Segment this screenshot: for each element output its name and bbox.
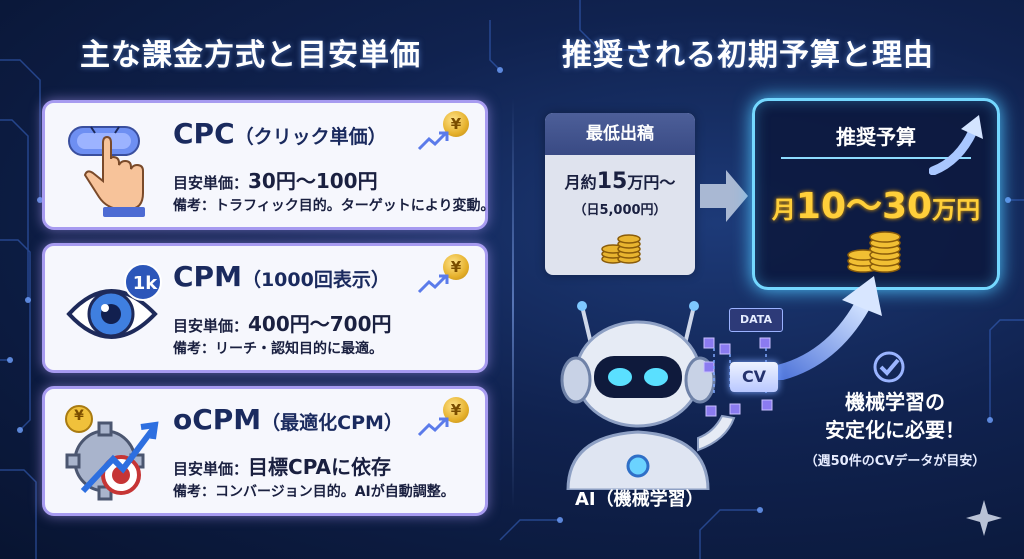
header-rule	[781, 157, 971, 159]
cpc-name: CPC	[173, 117, 235, 150]
cpm-card: 1k CPM（1000回表示） 目安単価：400円〜700円 備考：リーチ・認知…	[42, 243, 488, 373]
cpc-price-value: 30円〜100円	[248, 169, 378, 193]
cv-chip: CV	[730, 362, 778, 392]
coin-stack-icon	[601, 234, 641, 264]
recommended-budget-box: 推奨予算 月10〜30万円	[752, 98, 1000, 290]
coin-stack-icon	[847, 231, 901, 273]
ocpm-name: oCPM	[173, 403, 262, 436]
data-chip: DATA	[729, 308, 783, 332]
ocpm-subtitle: （最適化CPM）	[261, 412, 403, 434]
min-budget-box: 最低出稿 月約15万円〜 （日5,000円）	[545, 113, 695, 275]
data-flow-graphic	[703, 337, 773, 417]
recommended-budget-amount: 月10〜30万円	[771, 186, 981, 227]
growth-arrow-icon	[929, 115, 983, 175]
cpm-name: CPM	[173, 260, 242, 293]
pointer-click-icon	[68, 126, 145, 217]
eye-icon	[66, 263, 162, 339]
cpc-card: CPC（クリック単価） 目安単価：30円〜100円 備考：トラフィック目的。ター…	[42, 100, 494, 230]
right-section-title: 推奨される初期予算と理由	[562, 38, 934, 73]
ocpm-card: ¥ oCPM（最適化CPM） 目安単価：目標CPAに依存 備考：コンバージョン目…	[42, 386, 488, 516]
cpc-price-label: 目安単価：	[173, 174, 249, 192]
cpm-note: 備考：リーチ・認知目的に最適。	[173, 341, 383, 357]
ml-requirement-note: 機械学習の 安定化に必要！	[825, 390, 965, 442]
left-section-title: 主な課金方式と目安単価	[80, 38, 421, 73]
trend-up-icon	[417, 417, 449, 437]
check-circle-icon	[873, 351, 905, 383]
ai-label: AI（機械学習）	[575, 489, 704, 510]
cpc-subtitle: （クリック単価）	[234, 126, 387, 148]
min-budget-header: 最低出稿	[545, 113, 695, 155]
recommended-budget-header: 推奨予算	[836, 125, 916, 149]
gear-target-icon	[65, 405, 159, 501]
ocpm-price-value: 目標CPAに依存	[248, 455, 391, 479]
cpm-price-label: 目安単価：	[173, 317, 249, 335]
arrow-right-icon	[700, 170, 748, 222]
cpc-note: 備考：トラフィック目的。ターゲットにより変動。	[173, 198, 495, 214]
min-budget-daily: （日5,000円）	[573, 203, 667, 218]
curved-arrow-icon	[770, 276, 882, 380]
cpm-price-value: 400円〜700円	[248, 312, 392, 336]
min-budget-amount: 月約15万円〜	[564, 169, 676, 194]
ocpm-badge: ¥	[74, 408, 84, 424]
ocpm-price-label: 目安単価：	[173, 460, 249, 478]
trend-up-icon	[417, 274, 449, 294]
cpm-badge: 1k	[132, 273, 158, 294]
ocpm-note: 備考：コンバージョン目的。AIが自動調整。	[173, 484, 455, 500]
cpm-subtitle: （1000回表示）	[241, 269, 390, 291]
trend-up-icon	[417, 131, 449, 151]
section-divider	[512, 98, 514, 508]
ml-requirement-subnote: （週50件のCVデータが目安）	[804, 454, 986, 469]
